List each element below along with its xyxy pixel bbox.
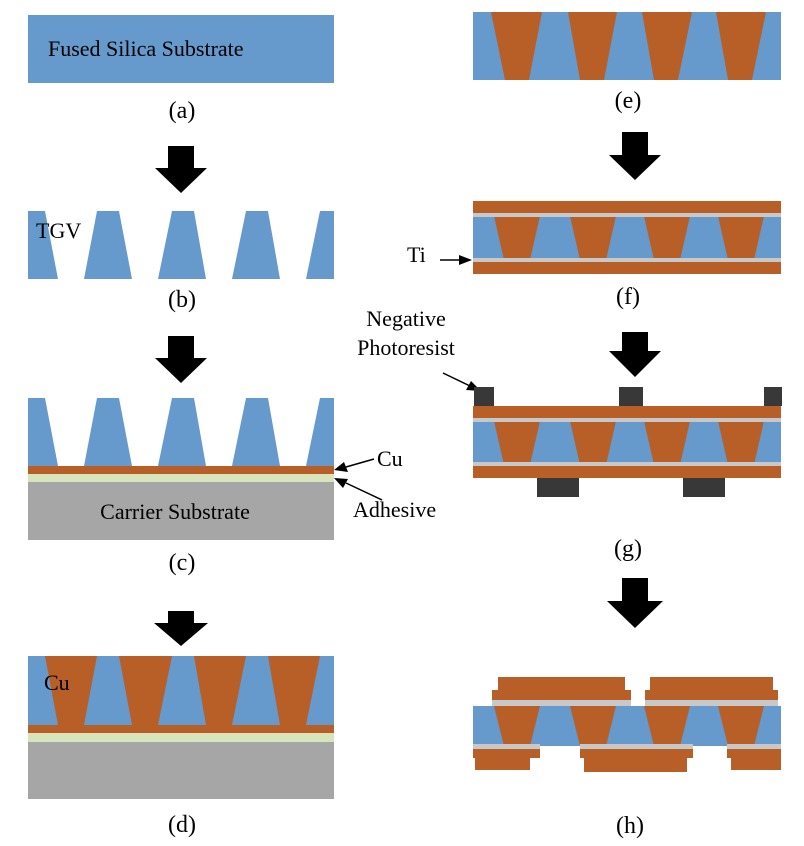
fused-silica-substrate bbox=[28, 15, 334, 83]
cu-label: Cu bbox=[377, 446, 403, 471]
caption-e: (e) bbox=[615, 88, 642, 114]
adhesive-label: Adhesive bbox=[353, 497, 436, 522]
top-cu-layer-g bbox=[473, 406, 781, 418]
caption-f: (f) bbox=[616, 284, 640, 310]
panel-g: Negative Photoresist (g) bbox=[357, 306, 782, 562]
cu-vias-e bbox=[491, 12, 766, 80]
cu-vias-f bbox=[494, 216, 764, 260]
process-arrow-bc bbox=[155, 336, 207, 383]
cu-seed-layer bbox=[28, 466, 334, 474]
panel-a: Fused Silica Substrate (a) bbox=[28, 15, 334, 124]
ti-label: Ti bbox=[407, 242, 426, 267]
process-arrow-ef bbox=[609, 132, 661, 180]
process-arrow-ab bbox=[155, 146, 207, 193]
panel-d: Cu (d) bbox=[28, 656, 334, 838]
panel-f: Ti (f) bbox=[407, 201, 781, 310]
bottom-patterned-pads bbox=[473, 744, 781, 772]
photoresist-label-line1: Negative bbox=[366, 306, 445, 331]
cu-label-d: Cu bbox=[44, 670, 70, 695]
cu-vias-h bbox=[494, 706, 764, 746]
adhesive-layer bbox=[28, 474, 334, 482]
carrier-label: Carrier Substrate bbox=[100, 499, 250, 524]
process-arrow-gh bbox=[607, 578, 663, 628]
top-cu-layer-f bbox=[473, 201, 781, 213]
photoresist-label-line2: Photoresist bbox=[357, 335, 455, 360]
carrier-substrate bbox=[28, 482, 334, 540]
cu-vias-g bbox=[494, 421, 764, 465]
process-arrow-cd bbox=[154, 611, 208, 646]
carrier-substrate-d bbox=[28, 742, 334, 799]
photoresist-pointer-line bbox=[442, 372, 471, 387]
tgv-glass-on-carrier bbox=[28, 398, 334, 466]
bottom-cu-layer-g bbox=[473, 466, 781, 478]
top-ti-layer-g bbox=[473, 418, 781, 422]
cu-pointer-line bbox=[345, 458, 375, 468]
panel-c: Carrier Substrate Cu Adhesive (c) bbox=[28, 398, 436, 576]
cu-pointer-head bbox=[334, 462, 348, 472]
process-arrow-fg bbox=[609, 332, 661, 377]
top-patterned-pads bbox=[492, 677, 778, 706]
caption-g: (g) bbox=[614, 536, 642, 562]
bottom-ti-layer-f bbox=[473, 258, 781, 262]
adhesive-pointer-head bbox=[334, 478, 348, 488]
ti-pointer-head bbox=[459, 255, 472, 265]
caption-c: (c) bbox=[169, 550, 196, 576]
tgv-glass-substrate bbox=[28, 211, 334, 279]
panel-b: TGV (b) bbox=[28, 211, 334, 313]
caption-a: (a) bbox=[169, 98, 196, 124]
substrate-label: Fused Silica Substrate bbox=[48, 36, 244, 61]
caption-b: (b) bbox=[168, 287, 196, 313]
tgv-glass-filled bbox=[28, 656, 334, 725]
negative-photoresist-bottom bbox=[537, 478, 725, 497]
top-ti-layer-f bbox=[473, 213, 781, 217]
caption-h: (h) bbox=[616, 813, 644, 839]
adhesive-layer-d bbox=[28, 733, 334, 742]
negative-photoresist-top bbox=[474, 387, 782, 406]
adhesive-pointer-line bbox=[345, 482, 383, 501]
panel-e: (e) bbox=[473, 12, 781, 114]
caption-d: (d) bbox=[168, 812, 196, 838]
panel-h: (h) bbox=[473, 677, 781, 839]
bottom-ti-layer-g bbox=[473, 462, 781, 466]
tgv-label: TGV bbox=[36, 218, 81, 243]
bottom-cu-layer-f bbox=[473, 262, 781, 274]
